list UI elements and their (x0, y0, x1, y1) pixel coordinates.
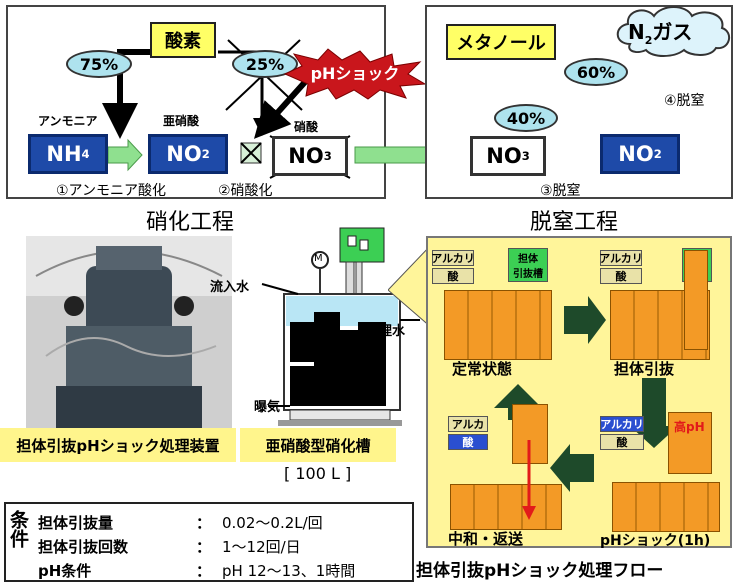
ph-shock-burst (283, 48, 427, 100)
nitrite-label: 亜硝酸 (163, 114, 200, 128)
cond-sep-2: ： (196, 538, 212, 556)
neutral-label: 中和・返送 (448, 530, 524, 548)
acid-tag-4: 酸 (600, 434, 644, 450)
oxygen-box: 酸素 (150, 22, 216, 58)
pct-75-label: 75% (79, 54, 119, 74)
nitrification-title: 硝化工程 (146, 210, 235, 235)
carrier-column (684, 250, 708, 350)
step3-label: ③脱窒 (540, 183, 581, 199)
step1-label: ①アンモニア酸化 (56, 183, 166, 199)
motor-label: M (314, 253, 323, 264)
nitrate-label: 硝酸 (294, 120, 319, 134)
tank-volume: [ 100 L ] (284, 464, 352, 483)
carriers-neutral (450, 484, 562, 530)
withdraw-label: 担体引抜 (614, 360, 675, 378)
outflow-label: 処理水 (366, 324, 406, 339)
alkali-tag-1: アルカリ (431, 250, 475, 266)
n2-cloud (616, 6, 731, 57)
cond-value-2: 1～12回/日 (222, 538, 301, 556)
tank-diagram (261, 227, 420, 426)
cond-label-1: 担体引抜量 (38, 514, 114, 532)
tank-caption: 亜硝酸型硝化槽 (240, 428, 396, 462)
carriers-shock (612, 482, 720, 532)
oval-75: 75% (66, 50, 132, 78)
oxygen-label: 酸素 (165, 31, 201, 52)
cond-label-2: 担体引抜回数 (38, 538, 129, 556)
inflow-label: 流入水 (210, 280, 250, 295)
denitrification-title: 脱窒工程 (530, 210, 619, 235)
step4-label: ④脱窒 (664, 93, 705, 109)
pct-25-label: 25% (245, 54, 285, 74)
conditions-header: 条件 (7, 510, 29, 548)
oval-25: 25% (232, 50, 298, 78)
methanol-box: メタノール (446, 24, 556, 60)
pct-60-label: 60% (576, 62, 616, 82)
n2-gas-label: N2ガス (628, 20, 693, 47)
carriers-steady (444, 290, 552, 360)
pct-40-label: 40% (506, 108, 546, 128)
steady-label: 定常状態 (452, 360, 513, 378)
acid-tag-2: 酸 (600, 268, 642, 284)
ammonia-label: アンモニア (38, 114, 98, 128)
oval-40: 40% (494, 104, 558, 132)
oval-60: 60% (564, 58, 628, 86)
step2-label: ②硝酸化 (218, 183, 273, 199)
cond-value-3: pH 12～13、1時間 (222, 562, 356, 580)
apparatus-photo (26, 236, 232, 430)
carrier-column-4 (668, 412, 712, 474)
cond-sep-3: ： (196, 562, 212, 580)
cond-label-3: pH条件 (38, 562, 92, 580)
ph-shock-label: pHショック (310, 64, 400, 83)
high-ph-label: 高pH (674, 420, 705, 434)
carrier-tank-1: 担体引抜槽 (508, 248, 548, 282)
cond-value-1: 0.02～0.2L/回 (222, 514, 323, 532)
alkali-tag-2: アルカリ (599, 250, 643, 266)
flow-title: 担体引抜pHショック処理フロー (416, 561, 664, 581)
red-down-arrow (522, 440, 536, 520)
cond-sep-1: ： (196, 514, 212, 532)
apparatus-caption: 担体引抜pHショック処理装置 (0, 428, 236, 462)
aeration-label: 曝気 (254, 400, 281, 415)
alkali-tag-4: アルカリ (600, 416, 644, 432)
methanol-label: メタノール (456, 33, 546, 54)
alkali-short-tag-3: アルカ (448, 416, 488, 432)
acid-tag-3: 酸 (448, 434, 488, 450)
acid-tag-1: 酸 (432, 268, 474, 284)
shock-label: pHショック(1h) (600, 533, 711, 549)
conditions-box (4, 502, 414, 582)
